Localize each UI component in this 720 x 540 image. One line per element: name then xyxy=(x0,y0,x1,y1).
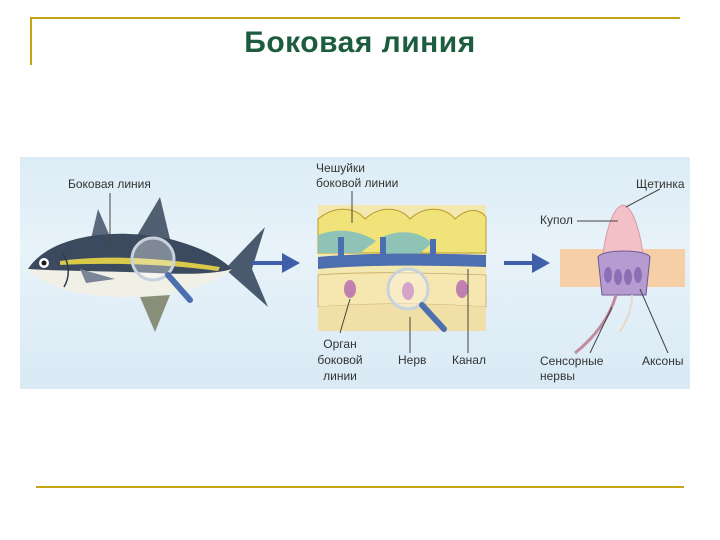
canal-pore xyxy=(380,237,386,259)
label-bristle: Щетинка xyxy=(636,177,685,191)
canal-section xyxy=(317,191,487,353)
sensory-leader xyxy=(589,306,613,354)
label-organ-line1: Орган xyxy=(323,337,357,351)
dorsal-fin xyxy=(135,197,170,239)
axon-fiber xyxy=(619,294,633,333)
label-lateral-line: Боковая линия xyxy=(68,177,151,191)
lateral-line-organ xyxy=(402,282,414,300)
label-sensory-line1: Сенсорные xyxy=(540,354,604,368)
hair-cell xyxy=(604,267,612,283)
bristle-leader xyxy=(625,188,661,208)
lateral-line-diagram: Боковая линия Чешуйки боковой линии Орга… xyxy=(20,157,690,389)
canal-pore xyxy=(338,237,344,259)
hair-cell xyxy=(624,269,632,285)
hair-cell xyxy=(634,267,642,283)
label-scales-line1: Чешуйки xyxy=(316,161,365,175)
label-organ-line3: линии xyxy=(323,369,357,383)
label-canal: Канал xyxy=(452,353,486,367)
magnifier-handle xyxy=(165,272,193,303)
label-cupula: Купол xyxy=(540,213,573,227)
lateral-line-organ xyxy=(456,280,468,298)
neuromast-illustration xyxy=(560,188,685,355)
organ-leader xyxy=(339,298,351,334)
section-magnifier-lens xyxy=(386,267,430,311)
fish-tail xyxy=(225,227,268,307)
sensory-nerve-fiber xyxy=(574,294,618,355)
section-magnifier-handle xyxy=(419,302,447,332)
label-axons: Аксоны xyxy=(642,354,684,368)
canal-tube xyxy=(318,253,486,269)
cupula xyxy=(601,204,645,266)
fish-back xyxy=(28,233,232,276)
tissue-mid xyxy=(382,232,432,255)
left-rule xyxy=(30,17,32,65)
anal-fin xyxy=(140,295,170,332)
hair-cell xyxy=(614,269,622,285)
label-sensory-line2: нервы xyxy=(540,369,575,383)
hair-cell-cluster xyxy=(597,250,651,296)
arrow-to-neuromast xyxy=(504,253,550,273)
slide-title: Боковая линия xyxy=(244,26,476,59)
gill-line xyxy=(61,252,69,288)
fish-stripe xyxy=(60,257,220,271)
label-scales-line2: боковой линии xyxy=(316,176,399,190)
fish-pupil xyxy=(41,260,47,266)
diagram-illustration xyxy=(28,188,685,355)
pectoral-fin xyxy=(80,269,115,283)
bottom-rule xyxy=(36,486,684,488)
base-tissue xyxy=(318,304,486,331)
tissue-left xyxy=(318,230,376,253)
lateral-line-organ xyxy=(344,280,356,298)
axons-leader xyxy=(639,288,669,354)
magnifier-lens xyxy=(130,236,176,282)
label-organ-line2: боковой xyxy=(317,353,363,367)
arrow-to-section xyxy=(252,253,300,273)
tuna-illustration xyxy=(28,193,268,332)
top-rule xyxy=(30,17,680,19)
canal-pore xyxy=(430,239,436,259)
label-nerve: Нерв xyxy=(398,353,427,367)
